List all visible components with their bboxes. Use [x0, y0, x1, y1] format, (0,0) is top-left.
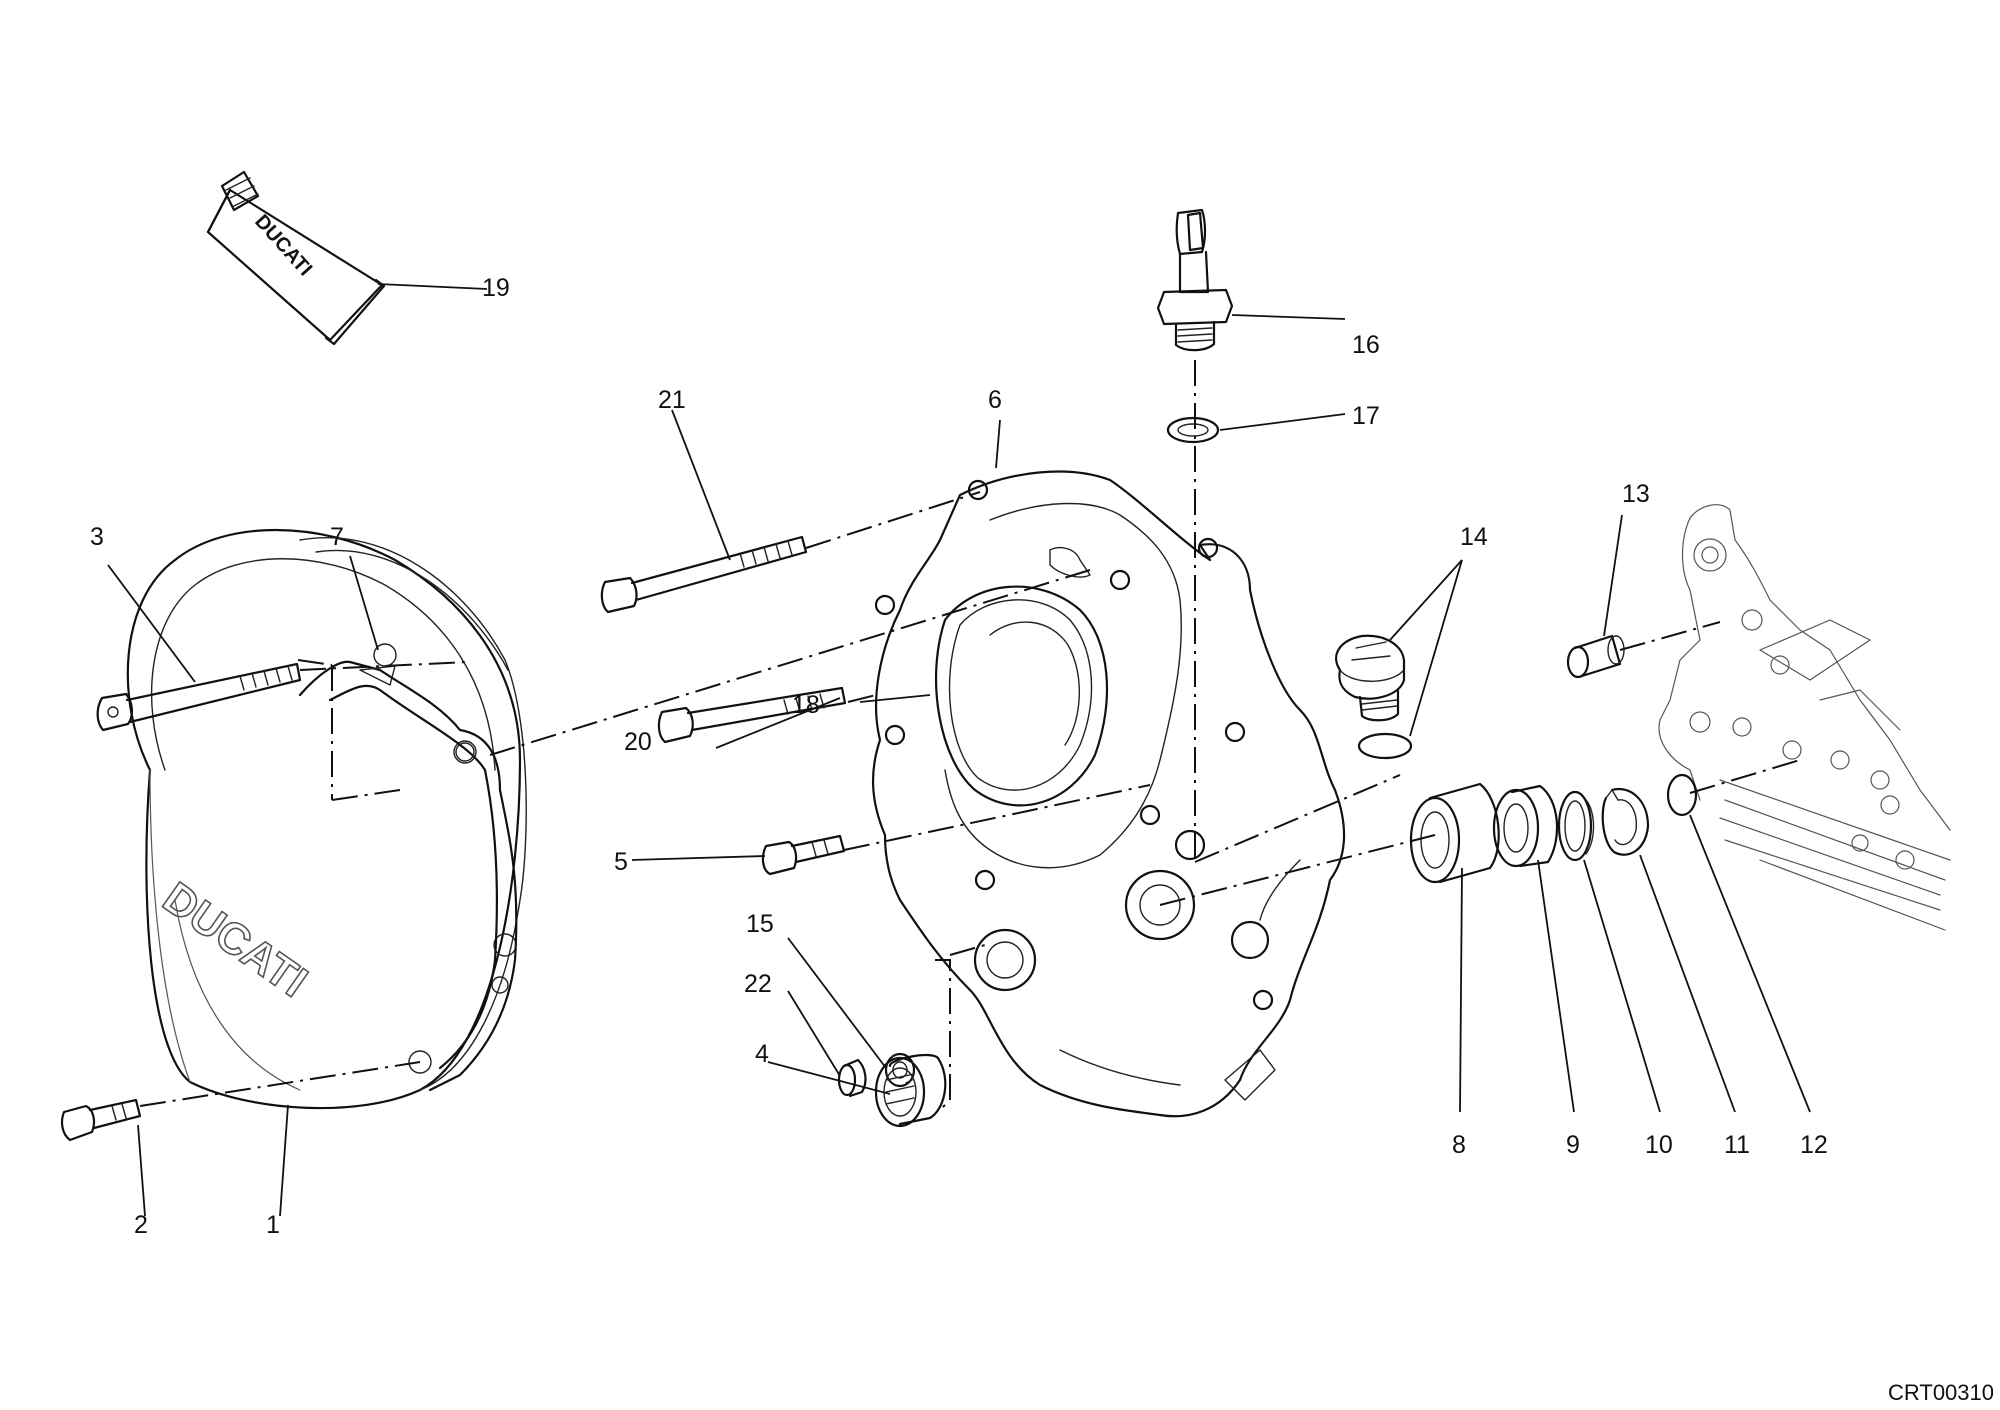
callout-12: 12	[1800, 1131, 1828, 1159]
callout-9: 9	[1566, 1131, 1580, 1159]
part-15-washer	[884, 1052, 916, 1088]
part-17-washer	[1166, 416, 1220, 444]
part-2-bolt	[60, 1098, 142, 1142]
callout-14: 14	[1460, 523, 1488, 551]
part-8-bushing	[1409, 782, 1500, 884]
part-11-circlip	[1601, 787, 1650, 856]
callout-2: 2	[134, 1211, 148, 1239]
part-22-plug	[837, 1058, 867, 1098]
part-16-sensor	[1156, 208, 1234, 352]
callout-19: 19	[482, 274, 510, 302]
callout-20: 20	[624, 728, 652, 756]
part-19-sealant-tube: DUCATI	[206, 170, 386, 346]
part-5-bolt	[761, 834, 846, 876]
callout-labels: 1 2 3 4 5 6 7 8 9 10 11 12 13 14 15 16 1…	[90, 274, 1828, 1239]
callout-22: 22	[744, 970, 772, 998]
part-12-o-ring	[1666, 773, 1698, 817]
part-1-clutch-cover: DUCATI	[126, 528, 527, 1110]
leader-lines	[107, 283, 1811, 1217]
callout-8: 8	[1452, 1131, 1466, 1159]
callout-10: 10	[1645, 1131, 1673, 1159]
callout-4: 4	[755, 1040, 769, 1068]
callout-15: 15	[746, 910, 774, 938]
part-6-housing	[872, 470, 1346, 1118]
callout-16: 16	[1352, 331, 1380, 359]
part-3-bolt	[96, 662, 302, 732]
callout-18: 18	[792, 691, 820, 719]
cover-logo: DUCATI	[154, 873, 316, 1007]
part-9-seal	[1492, 784, 1559, 868]
callout-5: 5	[614, 848, 628, 876]
callout-3: 3	[90, 523, 104, 551]
callout-13: 13	[1622, 480, 1650, 508]
callout-21: 21	[658, 386, 686, 414]
tube-logo: DUCATI	[250, 211, 316, 281]
engine-block-fragment	[1658, 504, 1951, 931]
drawing-code: CRT00310	[1888, 1380, 1994, 1405]
part-10-washer	[1557, 790, 1595, 862]
part-14-plug	[1335, 634, 1413, 760]
part-13-sleeve	[1566, 634, 1625, 679]
part-20-bolt	[657, 686, 847, 744]
callout-11: 11	[1724, 1131, 1750, 1159]
assembly-axes	[139, 360, 1801, 1111]
callout-1: 1	[266, 1211, 280, 1239]
callout-7: 7	[330, 523, 344, 551]
part-7-gasket	[298, 660, 518, 1092]
callout-6: 6	[988, 386, 1002, 414]
part-21-bolt	[600, 535, 808, 614]
callout-17: 17	[1352, 402, 1380, 430]
